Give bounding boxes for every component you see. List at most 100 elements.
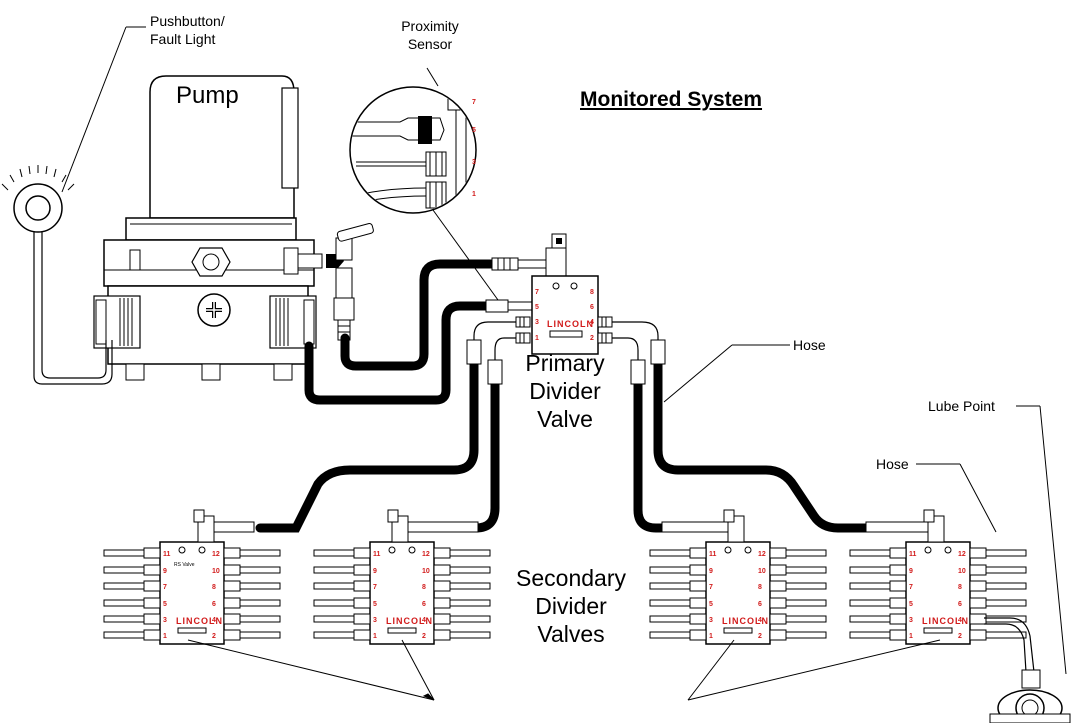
- hose-label-upper: Hose: [793, 337, 826, 353]
- secondary-port-label: 6: [212, 601, 216, 608]
- outlet-fitting-right: [969, 629, 987, 641]
- secondary-port-label: 9: [709, 568, 713, 575]
- outlet-tube-right: [239, 549, 281, 557]
- outlet-fitting-left: [353, 597, 371, 609]
- outlet-fitting-left: [143, 613, 161, 625]
- outlet-fitting-right: [433, 564, 451, 576]
- proximity-label-line1: Proximity: [401, 18, 459, 34]
- outlet-fitting-right: [969, 597, 987, 609]
- secondary-port-label: 10: [212, 568, 220, 575]
- lube-point-label: Lube Point: [928, 398, 995, 414]
- secondary-port-label: 10: [422, 568, 430, 575]
- outlet-fitting-right: [223, 629, 241, 641]
- outlet-fitting-right: [769, 564, 787, 576]
- primary-port-label: 3: [535, 319, 539, 326]
- secondary-stamp: LINCOLN: [176, 616, 223, 626]
- outlet-fitting-left: [143, 629, 161, 641]
- outlet-tube-left: [313, 582, 355, 590]
- outlet-tube-right: [985, 566, 1027, 574]
- secondary-label-line1: Secondary: [516, 565, 626, 591]
- outlet-tube-left: [649, 582, 691, 590]
- outlet-fitting-left: [689, 613, 707, 625]
- outlet-fitting-left: [889, 547, 907, 559]
- outlet-fitting-left: [353, 547, 371, 559]
- outlet-tube-right: [985, 599, 1027, 607]
- outlet-tube-right: [449, 615, 491, 623]
- proximity-leader-line-2: [432, 209, 499, 301]
- outlet-fitting-right: [433, 613, 451, 625]
- outlet-tube-left: [103, 566, 145, 574]
- secondary-port-label: 2: [422, 633, 426, 640]
- pushbutton-light-icon: [1, 165, 113, 385]
- secondary-port-label: 5: [909, 601, 913, 608]
- outlet-fitting-right: [433, 629, 451, 641]
- secondary-port-label: 8: [422, 584, 426, 591]
- outlet-fitting-left: [143, 547, 161, 559]
- outlet-tube-right: [985, 549, 1027, 557]
- primary-inlet-fittings: [485, 233, 567, 313]
- primary-port-label: 2: [590, 335, 594, 342]
- secondary-port-label: 6: [958, 601, 962, 608]
- outlet-tube-right: [985, 631, 1027, 639]
- outlet-fitting-left: [889, 629, 907, 641]
- sensor-port-5: 5: [472, 127, 476, 134]
- secondary-port-label: 9: [373, 568, 377, 575]
- pump: [93, 75, 374, 381]
- outlet-tube-right: [785, 599, 827, 607]
- outlet-tube-right: [239, 599, 281, 607]
- secondary-port-label: 7: [373, 584, 377, 591]
- outlet-tube-left: [313, 566, 355, 574]
- outlet-fitting-right: [769, 629, 787, 641]
- outlet-fitting-left: [143, 597, 161, 609]
- secondary-label-line2: Divider: [535, 593, 607, 619]
- secondary-valve-3: LINCOLN: [661, 509, 771, 645]
- outlet-tube-right: [449, 566, 491, 574]
- secondary-port-label: 8: [958, 584, 962, 591]
- secondary-port-label: 2: [958, 633, 962, 640]
- outlet-fitting-left: [889, 564, 907, 576]
- valve-small-text: RS Valve: [174, 562, 195, 568]
- lube-point-bearing-icon: [989, 669, 1071, 727]
- secondary-port-label: 11: [709, 551, 717, 558]
- secondary-port-label: 2: [758, 633, 762, 640]
- outlet-fitting-left: [353, 564, 371, 576]
- outlet-tube-right: [239, 631, 281, 639]
- diagram-title: Monitored System: [580, 88, 763, 111]
- outlet-tube-left: [103, 631, 145, 639]
- outlet-fitting-right: [433, 547, 451, 559]
- outlet-tube-right: [449, 631, 491, 639]
- outlet-fitting-left: [353, 580, 371, 592]
- outlet-tube-left: [649, 631, 691, 639]
- outlet-tube-left: [313, 631, 355, 639]
- secondary-port-label: 12: [422, 551, 430, 558]
- outlet-fitting-left: [889, 613, 907, 625]
- secondary-port-label: 5: [373, 601, 377, 608]
- outlet-fitting-right: [223, 580, 241, 592]
- pushbutton-label-line2: Fault Light: [150, 31, 216, 47]
- outlet-tube-right: [239, 582, 281, 590]
- secondary-port-label: 1: [373, 633, 377, 640]
- outlet-tube-left: [103, 582, 145, 590]
- primary-port-label: 8: [590, 289, 594, 296]
- outlet-tube-left: [103, 615, 145, 623]
- secondary-port-label: 4: [212, 617, 216, 624]
- pump-label: Pump: [176, 82, 239, 109]
- secondary-port-label: 3: [909, 617, 913, 624]
- outlet-tube-left: [849, 582, 891, 590]
- outlet-fitting-left: [889, 597, 907, 609]
- primary-port-label: 7: [535, 289, 539, 296]
- outlet-fitting-right: [433, 580, 451, 592]
- hose-label-lower: Hose: [876, 456, 909, 472]
- outlet-tube-right: [785, 615, 827, 623]
- outlet-tube-right: [239, 566, 281, 574]
- secondary-port-label: 10: [958, 568, 966, 575]
- outlet-tube-left: [849, 615, 891, 623]
- outlet-fitting-right: [969, 564, 987, 576]
- secondary-port-label: 3: [373, 617, 377, 624]
- lube-hose-2: [984, 623, 1027, 673]
- secondary-port-label: 4: [958, 617, 962, 624]
- outlet-tube-left: [103, 549, 145, 557]
- secondary-port-label: 9: [909, 568, 913, 575]
